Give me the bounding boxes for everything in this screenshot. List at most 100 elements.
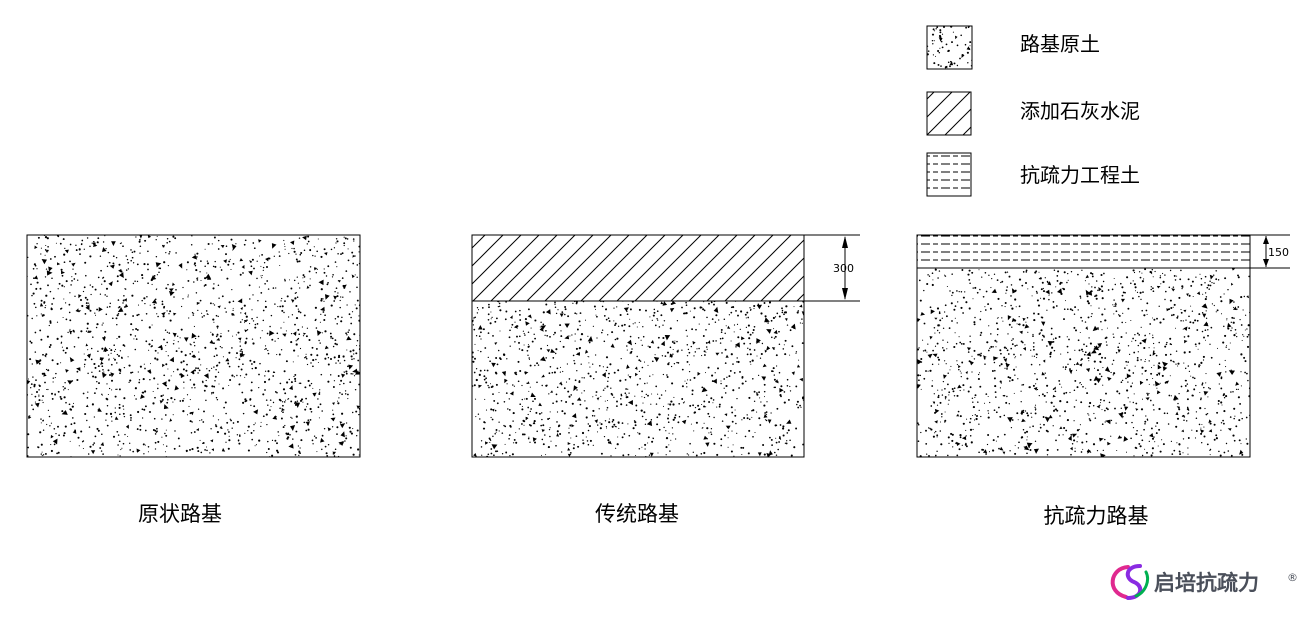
speckle-dot [931, 283, 934, 287]
speckle-dot [259, 255, 260, 257]
speckle-grain [755, 339, 760, 343]
speckle-dot [748, 396, 751, 399]
speckle-dot [1063, 426, 1066, 430]
speckle-grain [766, 329, 772, 334]
speckle-dot [775, 454, 778, 456]
speckle-dot [559, 340, 561, 343]
speckle-dot [319, 403, 322, 406]
speckle-dot [199, 271, 201, 273]
speckle-dot [1188, 327, 1191, 330]
speckle-dot [943, 360, 946, 362]
speckle-grain [1024, 445, 1030, 451]
speckle-dot [986, 443, 989, 446]
speckle-dot [948, 442, 950, 445]
speckle-dot [970, 65, 972, 67]
speckle-dot [239, 341, 241, 343]
speckle-grain [966, 46, 971, 51]
speckle-dot [939, 325, 941, 327]
speckle-dot [220, 269, 223, 271]
speckle-dot [1020, 340, 1023, 343]
speckle-dot [620, 398, 622, 400]
speckle-dot [230, 419, 233, 422]
speckle-dot [778, 441, 780, 443]
speckle-dot [87, 372, 89, 375]
speckle-dot [1092, 443, 1096, 446]
speckle-dot [919, 374, 922, 377]
speckle-dot [154, 349, 157, 352]
speckle-dot [346, 334, 348, 336]
speckle-dot [519, 319, 522, 321]
speckle-dot [975, 417, 978, 421]
speckle-dot [186, 450, 188, 453]
speckle-dot [31, 317, 33, 320]
speckle-dot [604, 387, 606, 389]
speckle-dot [1046, 345, 1048, 347]
speckle-dot [931, 33, 935, 36]
speckle-dot [643, 361, 646, 363]
speckle-dot [38, 396, 40, 398]
speckle-dot [1032, 384, 1035, 387]
speckle-dot [278, 251, 280, 253]
speckle-dot [475, 378, 478, 382]
speckle-dot [292, 361, 294, 363]
speckle-dot [298, 450, 301, 453]
speckle-dot [83, 286, 86, 289]
speckle-dot [787, 429, 790, 432]
speckle-dot [480, 350, 482, 353]
speckle-dot [312, 387, 314, 389]
speckle-dot [523, 420, 526, 423]
speckle-dot [186, 414, 189, 416]
speckle-dot [479, 418, 481, 420]
speckle-dot [251, 258, 254, 261]
speckle-dot [283, 311, 285, 314]
speckle-dot [1148, 347, 1150, 349]
speckle-dot [1177, 362, 1180, 365]
speckle-dot [522, 330, 525, 332]
speckle-dot [151, 345, 153, 347]
speckle-dot [1077, 436, 1079, 438]
speckle-dot [54, 394, 56, 396]
speckle-dot [716, 453, 719, 456]
speckle-dot [120, 242, 122, 244]
speckle-dot [743, 417, 746, 419]
speckle-dot [129, 414, 132, 417]
speckle-dot [233, 376, 235, 378]
speckle-dot [356, 345, 358, 347]
speckle-grain [93, 243, 98, 247]
speckle-dot [1194, 437, 1197, 439]
speckle-dot [165, 445, 168, 447]
speckle-dot [508, 409, 511, 411]
speckle-dot [52, 297, 55, 300]
speckle-grain [626, 364, 630, 369]
speckle-dot [763, 302, 766, 304]
speckle-dot [994, 391, 997, 394]
speckle-dot [251, 309, 253, 311]
speckle-dot [1215, 311, 1217, 313]
speckle-dot [1089, 342, 1092, 345]
speckle-dot [1180, 311, 1183, 314]
speckle-dot [1187, 447, 1189, 449]
speckle-dot [277, 306, 279, 308]
speckle-dot [634, 424, 637, 427]
speckle-dot [1164, 345, 1167, 348]
speckle-grain [1202, 313, 1207, 318]
speckle-dot [1228, 348, 1230, 351]
speckle-grain [44, 354, 47, 358]
speckle-dot [322, 311, 325, 313]
speckle-dot [267, 288, 270, 290]
speckle-grain [244, 312, 247, 316]
speckle-dot [676, 361, 678, 364]
speckle-dot [144, 390, 147, 393]
speckle-dot [315, 327, 318, 329]
speckle-dot [340, 320, 343, 323]
speckle-dot [32, 408, 35, 411]
speckle-dot [726, 376, 728, 379]
speckle-dot [33, 383, 36, 386]
speckle-dot [636, 383, 639, 386]
legend-label-engineered-soil: 抗疏力工程土 [1020, 163, 1140, 187]
speckle-dot [134, 280, 136, 283]
speckle-dot [353, 240, 355, 242]
speckle-dot [337, 252, 339, 255]
speckle-dot [657, 319, 659, 321]
speckle-dot [86, 322, 89, 325]
